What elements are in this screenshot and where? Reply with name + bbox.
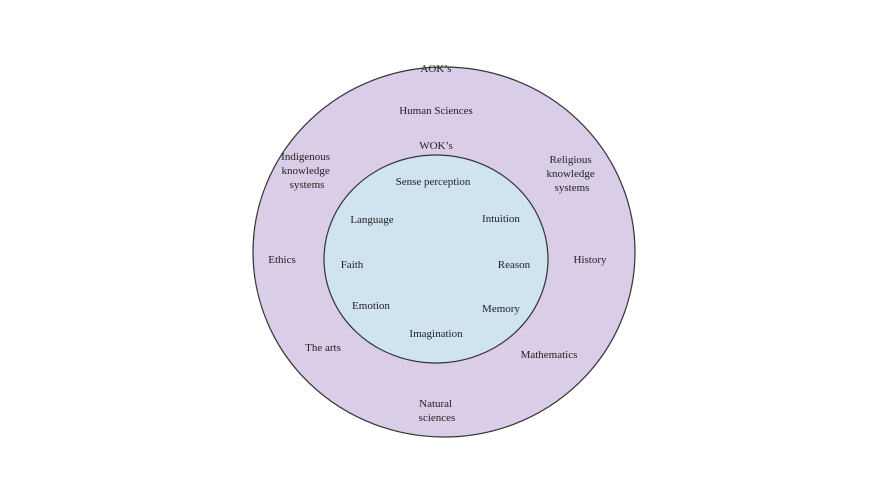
label-natural-sciences: Natural sciences: [419, 398, 456, 424]
aok-title: AOK’s: [420, 63, 451, 75]
label-religious-knowledge-systems: Religious knowledge systems: [546, 154, 597, 194]
label-language: Language: [350, 214, 393, 226]
label-indigenous-line-3: systems: [290, 179, 325, 191]
label-intuition: Intuition: [482, 213, 520, 225]
label-natural-line-1: Natural: [419, 398, 452, 410]
label-religious-line-3: systems: [555, 182, 590, 194]
label-imagination: Imagination: [409, 328, 463, 340]
wok-title: WOK’s: [419, 140, 453, 152]
label-emotion: Emotion: [352, 300, 390, 312]
label-sense-perception: Sense perception: [396, 176, 471, 188]
label-reason: Reason: [498, 259, 531, 271]
wok-inner-circle: [323, 154, 549, 364]
label-religious-line-1: Religious: [550, 154, 592, 166]
label-faith: Faith: [341, 259, 364, 271]
label-mathematics: Mathematics: [521, 349, 578, 361]
label-the-arts: The arts: [305, 342, 341, 354]
label-ethics: Ethics: [268, 254, 296, 266]
label-indigenous-line-1: Indigenous: [281, 151, 330, 163]
label-history: History: [574, 254, 608, 266]
label-human-sciences: Human Sciences: [399, 105, 473, 117]
label-indigenous-line-2: knowledge: [281, 165, 329, 177]
label-indigenous-knowledge-systems: Indigenous knowledge systems: [281, 151, 333, 191]
label-natural-line-2: sciences: [419, 412, 456, 424]
label-memory: Memory: [482, 303, 520, 315]
label-religious-line-2: knowledge: [546, 168, 594, 180]
